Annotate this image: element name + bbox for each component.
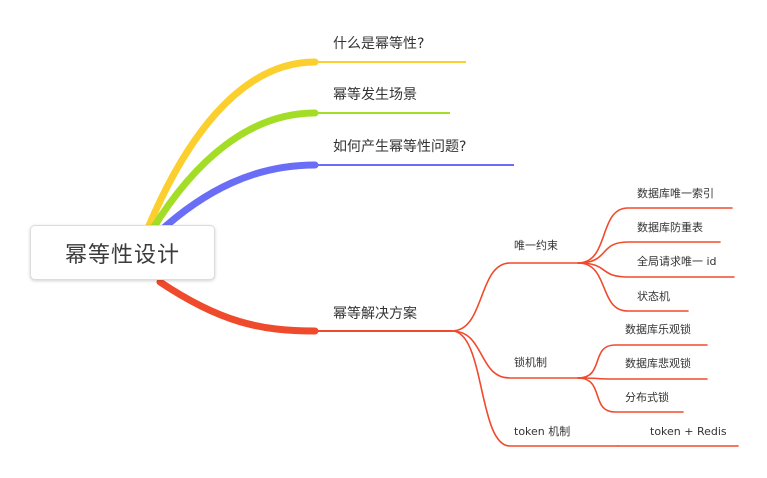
- leaf-connector-unique-3: [577, 262, 735, 278]
- branch-idempotency-solutions[interactable]: 幂等解决方案: [333, 306, 417, 322]
- node-unique-constraint[interactable]: 唯一约束: [514, 239, 558, 252]
- leaf-token-redis[interactable]: token + Redis: [650, 425, 727, 438]
- leaf-distributed-lock[interactable]: 分布式锁: [625, 391, 669, 404]
- sub-connector-unique: [451, 262, 579, 332]
- root-node-label: 幂等性设计: [64, 242, 180, 268]
- root-node[interactable]: 幂等性设计: [30, 225, 215, 280]
- leaf-connector-unique-2: [577, 241, 721, 264]
- sub-connector-lock: [451, 330, 579, 379]
- leaf-connector-unique-1: [577, 207, 733, 264]
- leaf-state-machine[interactable]: 状态机: [637, 290, 670, 303]
- branch-idempotency-scenarios[interactable]: 幂等发生场景: [333, 87, 417, 103]
- branch-connector-solution: [156, 278, 319, 335]
- node-lock-mechanism[interactable]: 锁机制: [514, 356, 547, 369]
- leaf-connector-lock-3: [577, 377, 684, 413]
- branch-connector-what: [144, 58, 319, 232]
- leaf-db-unique-index[interactable]: 数据库唯一索引: [637, 187, 714, 200]
- leaf-db-pessimistic-lock[interactable]: 数据库悲观锁: [625, 357, 691, 370]
- branch-connector-cause: [154, 161, 319, 237]
- branch-idempotency-causes[interactable]: 如何产生幂等性问题?: [333, 139, 467, 155]
- leaf-global-request-id[interactable]: 全局请求唯一 id: [637, 255, 717, 268]
- leaf-connector-unique-4: [577, 262, 689, 312]
- leaf-connector-lock-1: [577, 344, 708, 379]
- node-token-mechanism[interactable]: token 机制: [514, 425, 571, 438]
- leaf-connector-lock-2: [577, 377, 708, 380]
- branch-what-is-idempotency[interactable]: 什么是幂等性?: [333, 36, 425, 52]
- branch-connector-scenario: [148, 109, 319, 234]
- sub-connector-token: [451, 330, 619, 447]
- leaf-db-optimistic-lock[interactable]: 数据库乐观锁: [625, 323, 691, 336]
- leaf-db-dedup-table[interactable]: 数据库防重表: [637, 221, 703, 234]
